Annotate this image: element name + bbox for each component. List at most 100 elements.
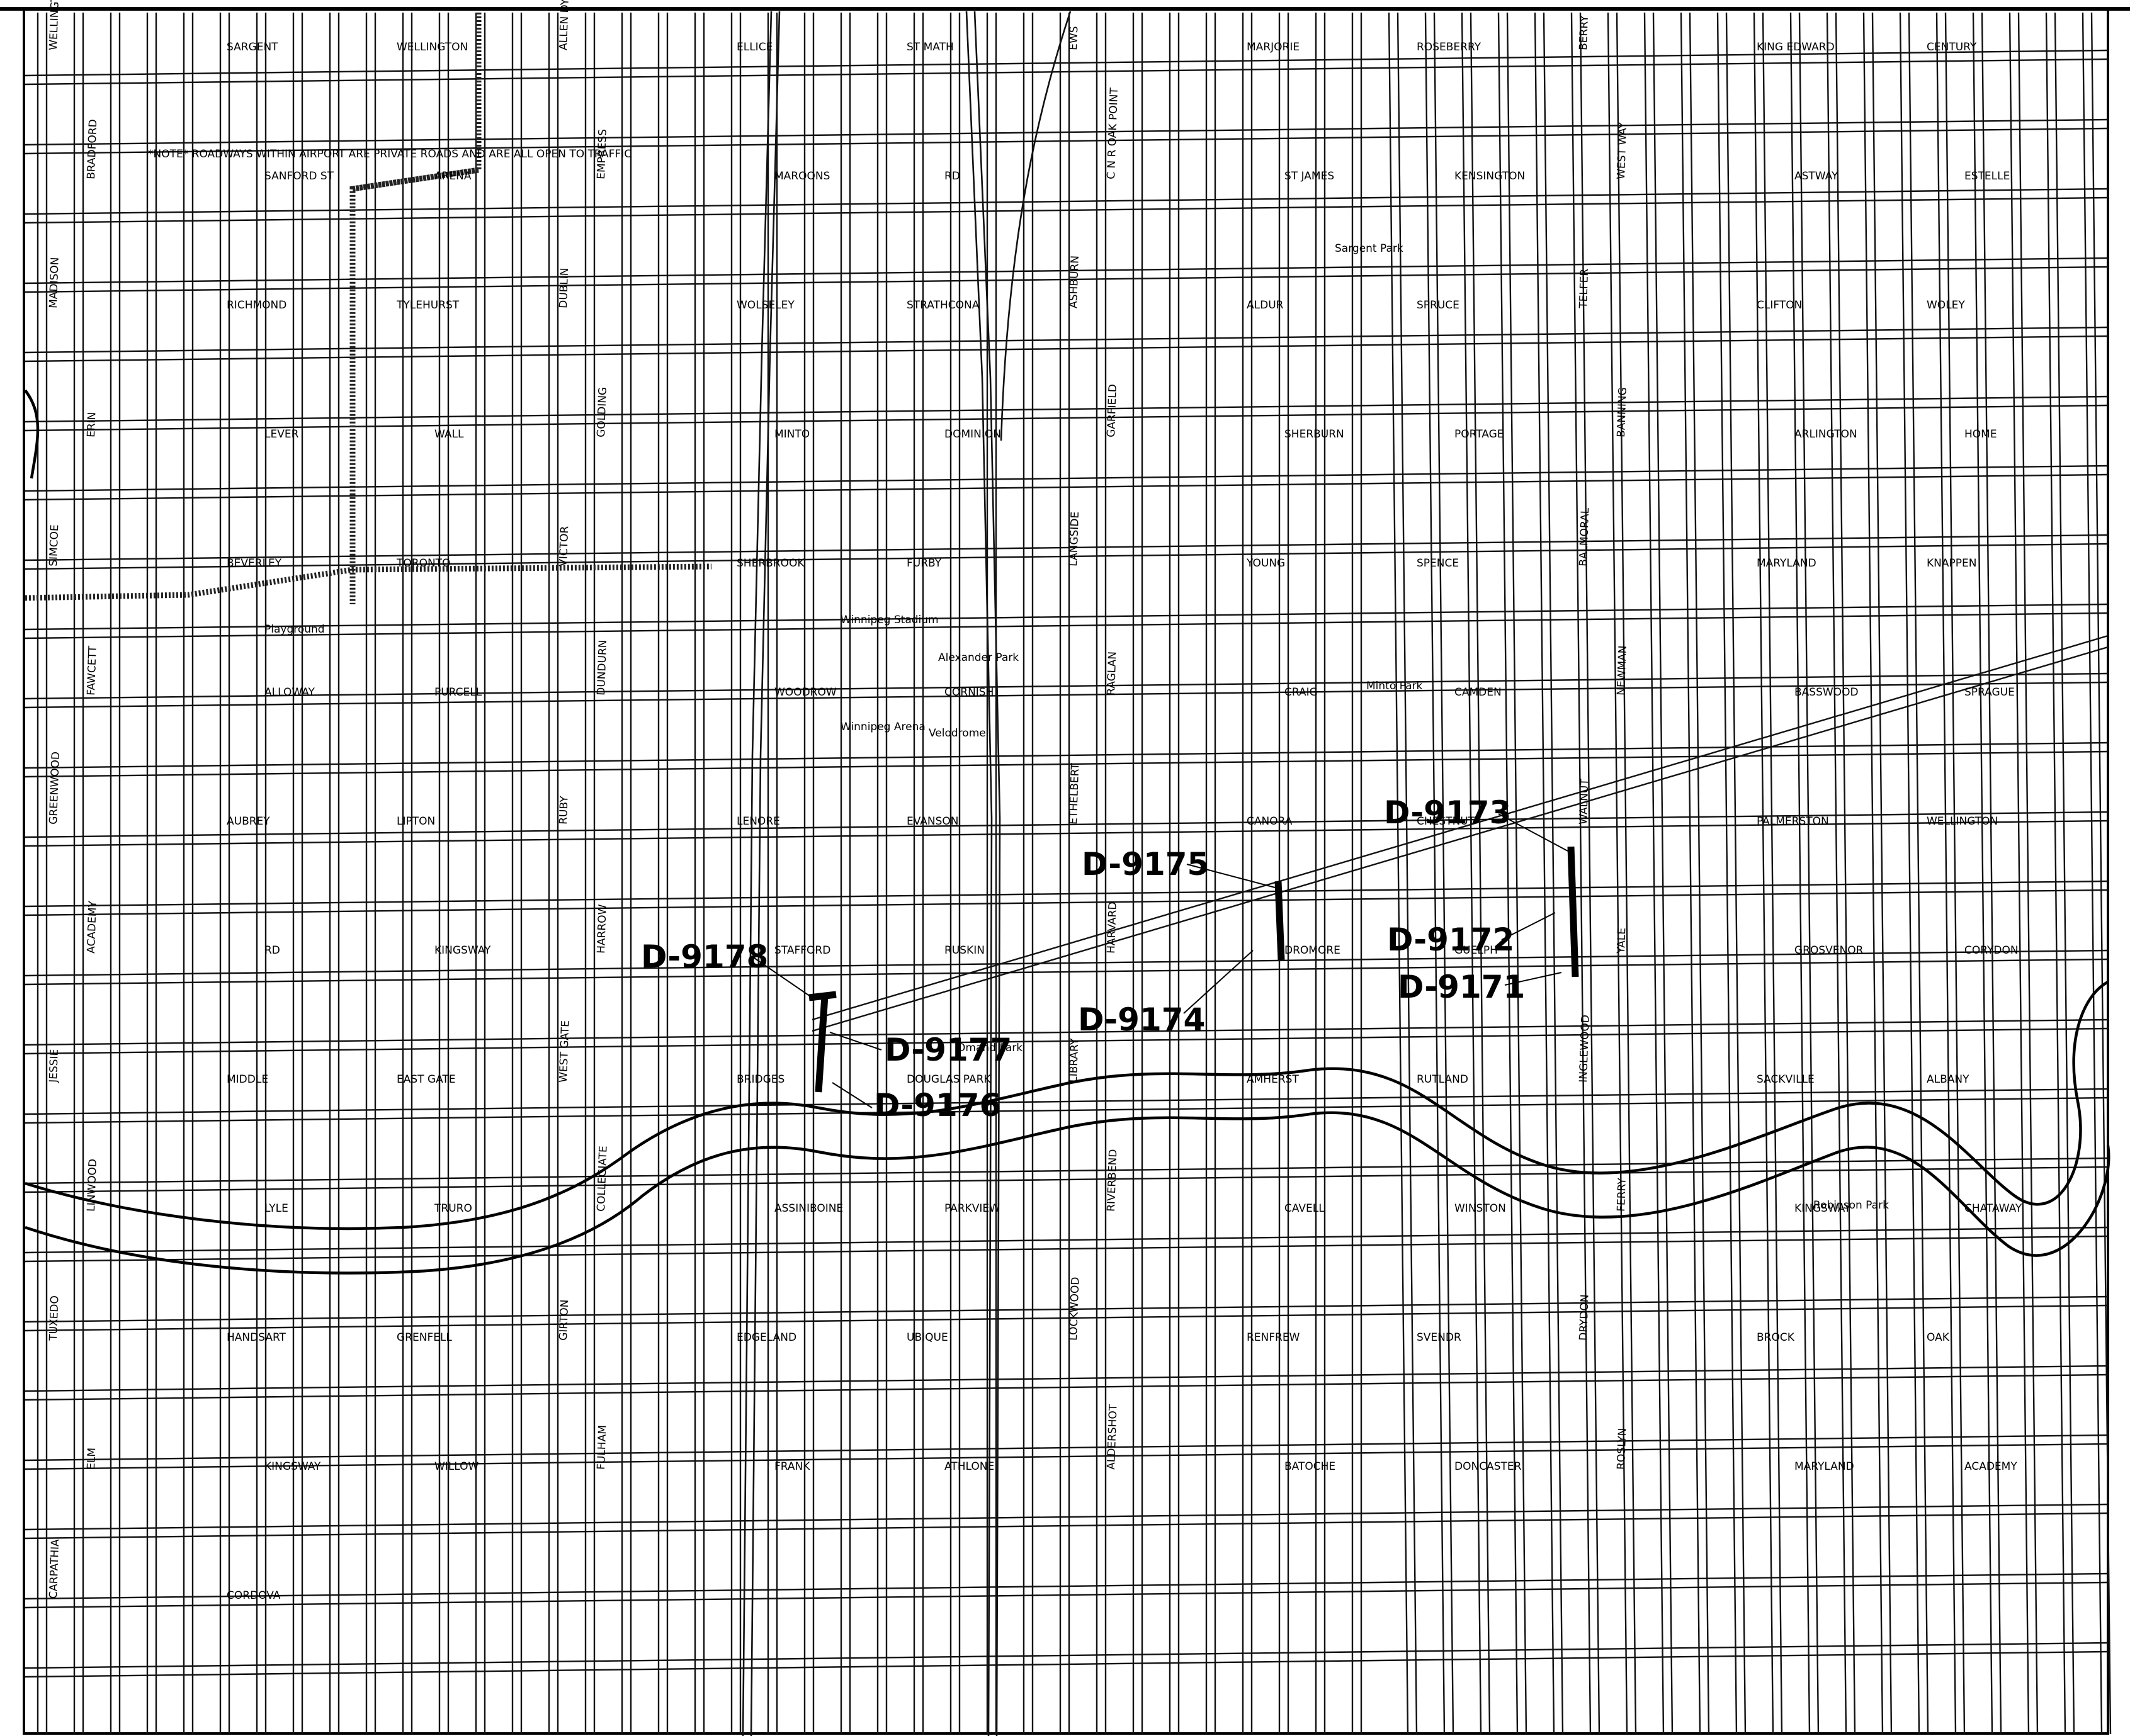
avenue-line — [25, 266, 2109, 293]
bar-d-9178-tick — [808, 991, 837, 1001]
rail-corridor — [742, 11, 1072, 1736]
avenue-line — [25, 1503, 2109, 1531]
street-label: GUELPH — [1454, 944, 1498, 957]
place-label: Robinson Park — [1813, 1199, 1889, 1212]
street-label: BALMORAL — [1577, 507, 1592, 566]
street-label: WINSTON — [1454, 1202, 1506, 1215]
avenue-line — [25, 473, 2109, 501]
street-label: SPENCE — [1417, 557, 1459, 570]
place-label: Playground — [264, 623, 325, 636]
street-line — [1543, 12, 1564, 1735]
street-line — [1652, 12, 1674, 1735]
street-label: KINGSWAY — [264, 1460, 321, 1473]
street-label: WELLINGTON — [397, 41, 468, 54]
avenue-line — [25, 1226, 2109, 1254]
street-label: JESSIE — [47, 1049, 61, 1083]
portage-avenue-line — [812, 634, 2109, 1021]
callout-d-9175: D-9175 — [1082, 846, 1209, 882]
street-label: FULHAM — [595, 1425, 609, 1470]
street-line — [1396, 12, 1418, 1735]
avenue-line — [25, 1027, 2109, 1055]
street-label: ARLINGTON — [1794, 428, 1857, 441]
street-grid — [25, 12, 2112, 1735]
avenue-line — [25, 958, 2109, 986]
street-label: SARGENT — [227, 41, 278, 54]
street-line — [1616, 12, 1637, 1735]
street-label: RD — [264, 944, 280, 957]
street-label: RUBY — [557, 796, 571, 825]
street-label: CARPATHIA — [47, 1539, 62, 1599]
callout-d-9171: D-9171 — [1398, 969, 1525, 1005]
street-line — [1935, 12, 1957, 1735]
callout-d-9177: D-9177 — [885, 1032, 1012, 1068]
street-label: BASSWOOD — [1794, 686, 1859, 699]
avenue-line — [25, 1373, 2109, 1401]
street-label: WEST GATE — [557, 1020, 572, 1083]
street-label: CORNISH — [944, 686, 994, 699]
avenue-line — [25, 395, 2109, 423]
street-label: EWS — [1067, 26, 1080, 50]
avenue-line — [25, 1642, 2109, 1669]
street-label: VICTOR — [557, 526, 571, 566]
place-label: Winnipeg Arena — [841, 721, 926, 733]
avenue-line — [25, 1512, 2109, 1540]
street-label: RAGLAN — [1105, 651, 1119, 696]
street-label: BRADFORD — [85, 119, 99, 179]
street-label: RENFREW — [1247, 1331, 1300, 1344]
street-label: RICHMOND — [227, 299, 286, 312]
street-label: WOLEY — [1927, 299, 1965, 312]
street-label: MINTO — [774, 428, 810, 441]
street-label: DOUGLAS PARK — [907, 1073, 991, 1086]
place-label: Winnipeg Stadium — [841, 614, 939, 626]
street-line — [1424, 12, 1446, 1735]
street-label: TORONTO — [396, 557, 450, 570]
street-label: CHATAWAY — [1964, 1202, 2022, 1215]
callout-d-9174: D-9174 — [1078, 1001, 1205, 1038]
street-label: LOCKWOOD — [1067, 1277, 1082, 1341]
street-label: SPRUCE — [1417, 299, 1459, 312]
street-label: ARENA — [434, 170, 472, 183]
street-label: MIDDLE — [227, 1073, 268, 1086]
street-label: CAMDEN — [1454, 686, 1502, 699]
street-label: WILLOW — [434, 1460, 479, 1473]
street-label: CENTURY — [1927, 41, 1977, 54]
street-line — [1716, 12, 1738, 1735]
street-label: BRIDGES — [737, 1073, 785, 1086]
street-label: PURCELL — [434, 686, 482, 699]
avenue-line — [25, 741, 2109, 769]
callout-d-9178: D-9178 — [641, 938, 768, 975]
avenue-line — [25, 1235, 2109, 1263]
street-line — [1753, 12, 1774, 1735]
street-line — [1680, 12, 1701, 1735]
street-label: WEST WAY — [1615, 121, 1629, 179]
street-label: ASTWAY — [1794, 170, 1838, 183]
street-label: WELLINGTON — [47, 0, 62, 50]
street-label: FRANK — [774, 1460, 810, 1473]
avenue-line — [25, 257, 2109, 285]
street-label: SVENDR — [1417, 1331, 1461, 1344]
street-label: ETHELBERT — [1067, 762, 1082, 825]
avenue-line — [25, 681, 2109, 709]
avenue-line — [25, 326, 2109, 354]
street-line — [1871, 12, 1893, 1735]
street-line — [2090, 12, 2112, 1735]
street-label: BEVERLEY — [227, 557, 282, 570]
airport-fence-south — [25, 563, 712, 601]
street-label: KINGSWAY — [1794, 1202, 1851, 1215]
street-label: KING EDWARD — [1757, 41, 1835, 54]
avenue-line — [25, 127, 2109, 155]
street-label: WALL — [434, 428, 464, 441]
street-label: SANFORD ST — [264, 170, 334, 183]
avenue-line — [25, 612, 2109, 640]
street-label: MADISON — [47, 257, 62, 308]
avenue-line — [25, 672, 2109, 700]
street-line — [1461, 12, 1482, 1735]
place-label: Omand Park — [957, 1042, 1023, 1054]
place-label: Minto Park — [1366, 680, 1423, 692]
street-label: LENORE — [737, 815, 780, 828]
avenue-line — [25, 1018, 2109, 1046]
street-line — [1643, 12, 1665, 1735]
callout-d-9176: D-9176 — [874, 1087, 1001, 1124]
street-label: ST JAMES — [1284, 170, 1334, 183]
